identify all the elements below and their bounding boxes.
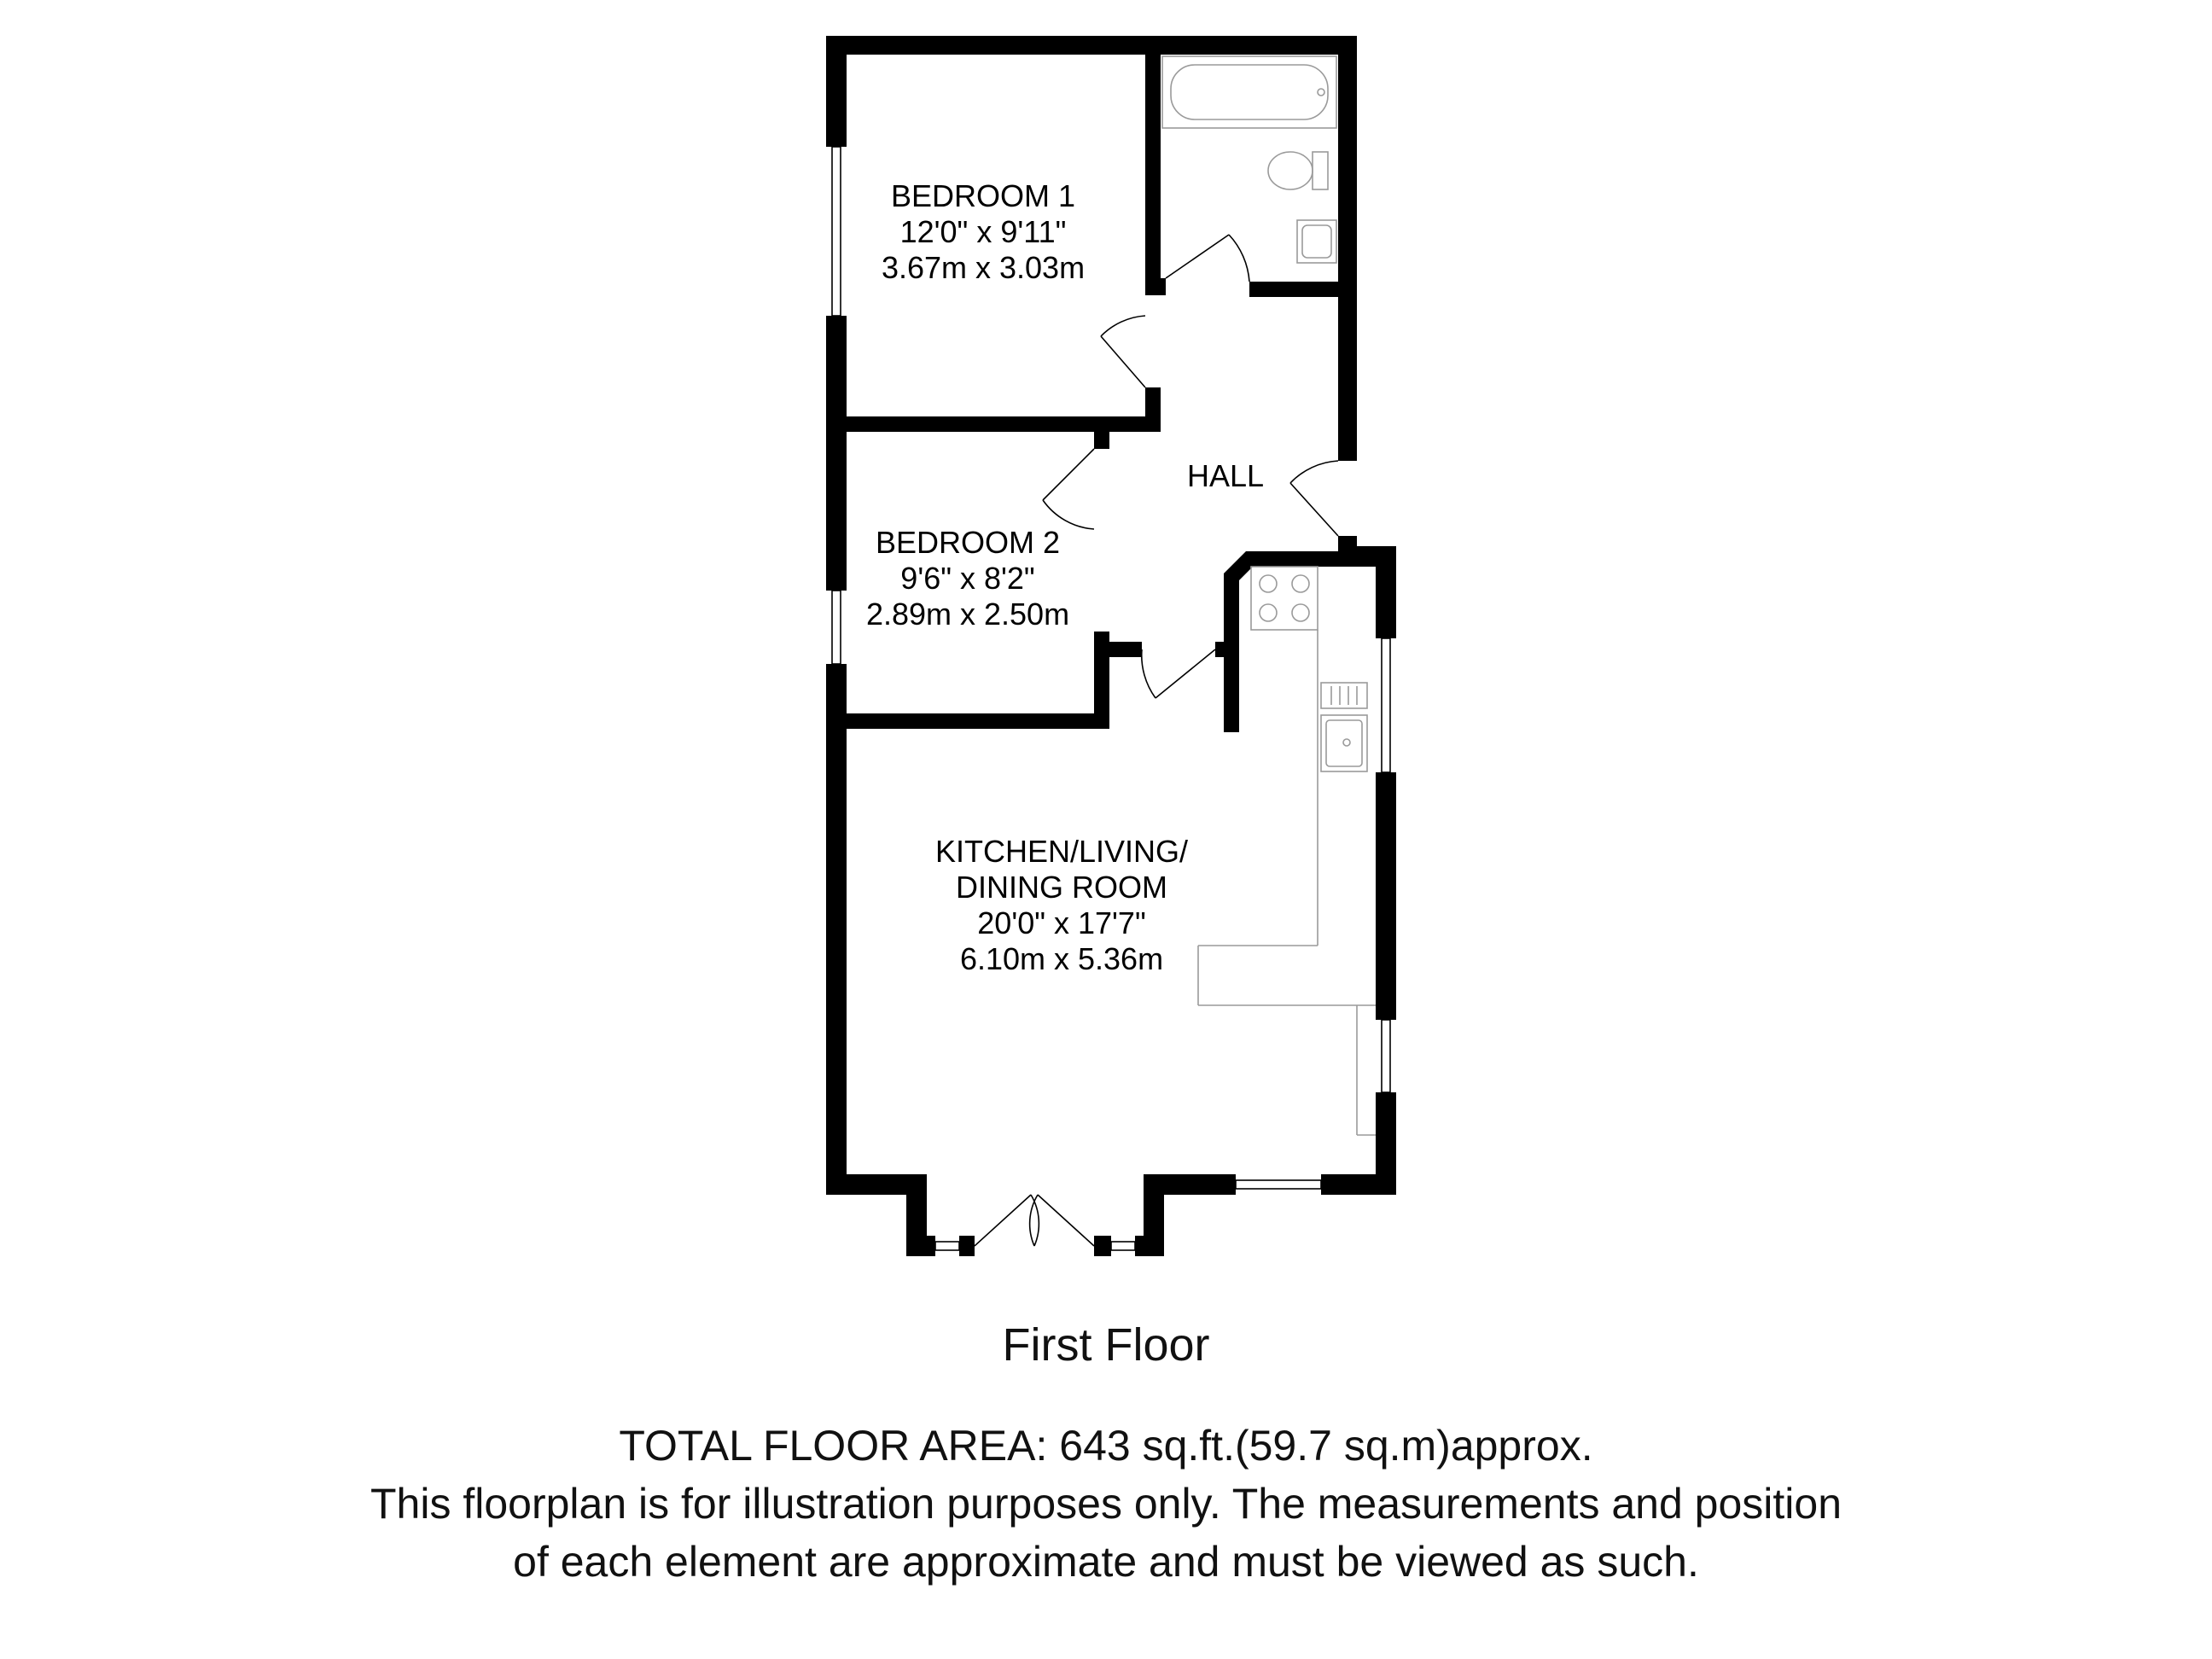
doors [974, 234, 1339, 1247]
window-bay-left [934, 1241, 960, 1251]
interior-walls [847, 55, 1355, 732]
hall-name: HALL [1187, 458, 1264, 493]
exterior-walls [826, 36, 1396, 1256]
bedroom2-dims-metric: 2.89m x 2.50m [866, 597, 1069, 632]
bedroom1-name: BEDROOM 1 [891, 178, 1075, 213]
kitchen-name-line2: DINING ROOM [956, 870, 1167, 905]
bedroom2-dims-imperial: 9'6" x 8'2" [900, 561, 1034, 596]
total-floor-area: TOTAL FLOOR AREA: 643 sq.ft.(59.7 sq.m)a… [619, 1422, 1593, 1470]
bathroom-fixtures [1161, 55, 1337, 264]
bedroom1-dims-metric: 3.67m x 3.03m [882, 250, 1085, 285]
kitchen-name-line1: KITCHEN/LIVING/ [935, 834, 1188, 869]
floor-name: First Floor [1002, 1319, 1210, 1371]
window-bay-right [1110, 1241, 1136, 1251]
drainer [1320, 682, 1368, 709]
toilet [1267, 151, 1313, 190]
kitchen-dims-imperial: 20'0" x 17'7" [977, 905, 1145, 940]
kitchen-dims-metric: 6.10m x 5.36m [960, 941, 1163, 976]
bedroom1-dims-imperial: 12'0" x 9'11" [900, 214, 1067, 249]
windows [831, 146, 1391, 1251]
basin [1296, 219, 1337, 264]
disclaimer-text: This floorplan is for illustration purpo… [370, 1480, 1842, 1586]
bathtub [1161, 55, 1337, 129]
window-kitchen-bottom [1235, 1179, 1322, 1190]
sink [1320, 714, 1368, 772]
window-bedroom1 [831, 146, 841, 317]
room-labels: BEDROOM 1 12'0" x 9'11" 3.67m x 3.03m BE… [866, 178, 1264, 976]
window-kitchen-lower [1381, 1019, 1391, 1093]
window-kitchen-upper [1381, 637, 1391, 773]
window-bedroom2 [831, 590, 841, 665]
kitchen-fixtures [1197, 566, 1376, 1136]
bedroom2-name: BEDROOM 2 [876, 525, 1060, 560]
hob [1250, 566, 1318, 631]
